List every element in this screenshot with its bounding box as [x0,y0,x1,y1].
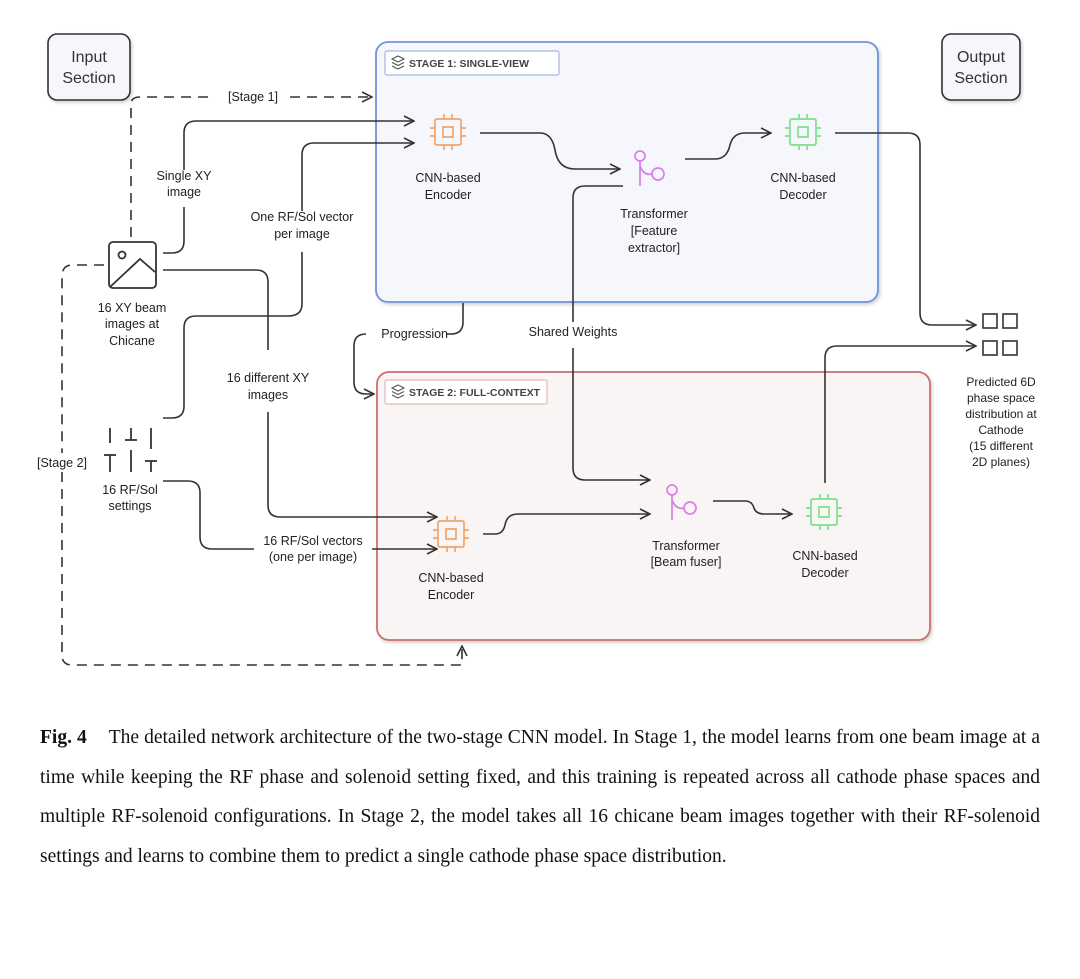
stage2-transformer-icon [666,484,697,520]
output-section-line-2: Section [954,70,1007,87]
input-section-line-1: Input [71,49,107,66]
svg-text:2D planes): 2D planes) [972,455,1030,469]
svg-text:phase space: phase space [967,391,1035,405]
layers-icon [390,55,406,70]
shared-weights-connector [572,185,623,322]
layers-icon [390,384,406,399]
caption-text: The detailed network architecture of the… [40,727,1040,867]
stage1-title: STAGE 1: SINGLE-VIEW [409,58,529,70]
stage2-dashed-arrow [61,472,462,666]
sliders-icon [104,428,157,472]
svg-text:Single XY: Single XY [157,169,213,183]
stage2-encoder-label: CNN-based Encoder [418,571,483,602]
stage2-title-badge: STAGE 2: FULL-CONTEXT [384,379,548,405]
stage2-box [376,371,931,641]
progression-connector [447,303,464,335]
progression-label: Progression [381,327,448,341]
architecture-diagram: STAGE 1: SINGLE-VIEW STAGE 2: FULL-CONTE… [37,33,1037,666]
svg-text:(15 different: (15 different [969,439,1033,453]
svg-text:extractor]: extractor] [628,241,680,255]
svg-text:CNN-based: CNN-based [418,571,483,585]
svg-text:Encoder: Encoder [428,588,475,602]
single-image-connector [163,207,185,254]
rf-vector-arrow [301,143,414,211]
svg-text:One RF/Sol vector: One RF/Sol vector [251,210,354,224]
sixteen-vectors-connector [163,480,254,550]
stage1-decoder-icon [785,114,821,150]
stage1-path-label: [Stage 1] [228,90,278,104]
svg-text:distribution at: distribution at [965,407,1037,421]
svg-text:images at: images at [105,317,160,331]
svg-text:[Beam fuser]: [Beam fuser] [651,555,722,569]
image-icon [108,241,157,289]
sixteen-vectors-label: 16 RF/Sol vectors (one per image) [263,534,362,564]
stage1-transformer-icon [634,150,665,186]
shared-weights-label: Shared Weights [529,325,618,339]
svg-text:Decoder: Decoder [779,188,826,202]
stage2-transformer-to-decoder-arrow [713,500,792,514]
svg-text:CNN-based: CNN-based [792,549,857,563]
stage2-title: STAGE 2: FULL-CONTEXT [409,387,541,399]
svg-text:Encoder: Encoder [425,188,472,202]
input-section-line-2: Section [62,70,115,87]
svg-text:[Feature: [Feature [631,224,678,238]
stage2-output-arrow [824,346,976,483]
output-section-box: Output Section [941,33,1021,101]
sixteen-images-label: 16 different XY images [227,371,310,402]
encoder-to-transformer-arrow [480,132,620,169]
shared-weights-arrow [572,348,650,480]
rf-vector-connector [163,252,303,419]
stage2-dashed-path [61,264,104,453]
grid-icon [982,313,1018,356]
svg-text:Decoder: Decoder [801,566,848,580]
stage1-dashed-path [130,96,215,237]
svg-text:Chicane: Chicane [109,334,155,348]
stage1-encoder-icon [430,114,466,150]
stage2-encoder-icon [433,516,469,552]
svg-text:settings: settings [108,499,151,513]
stage2-transformer-label: Transformer [Beam fuser] [651,539,722,569]
stage1-output-arrow [835,132,976,325]
svg-text:CNN-based: CNN-based [415,171,480,185]
transformer-to-decoder-arrow [685,133,771,160]
one-vector-label: One RF/Sol vector per image [251,210,354,241]
stage1-transformer-label: Transformer [Feature extractor] [620,207,688,255]
stage1-box [375,41,879,303]
svg-text:CNN-based: CNN-based [770,171,835,185]
svg-text:per image: per image [274,227,330,241]
sixteen-images-connector [163,269,269,350]
svg-text:(one per image): (one per image) [269,550,357,564]
svg-text:16 RF/Sol vectors: 16 RF/Sol vectors [263,534,362,548]
stage1-title-badge: STAGE 1: SINGLE-VIEW [384,50,560,76]
stage1-decoder-label: CNN-based Decoder [770,171,835,202]
stage2-decoder-label: CNN-based Decoder [792,549,857,580]
svg-text:Transformer: Transformer [652,539,720,553]
sixteen-images-arrow [267,412,437,517]
svg-text:Transformer: Transformer [620,207,688,221]
stage2-path-label: [Stage 2] [37,456,87,470]
svg-text:Predicted 6D: Predicted 6D [966,375,1036,389]
single-image-arrow [183,121,414,170]
svg-text:16 different XY: 16 different XY [227,371,310,385]
svg-text:16 XY beam: 16 XY beam [98,301,167,315]
svg-text:16 RF/Sol: 16 RF/Sol [102,483,158,497]
input-section-box: Input Section [47,33,131,101]
single-image-label: Single XY image [157,169,213,199]
output-label: Predicted 6D phase space distribution at… [965,375,1037,469]
svg-text:images: images [248,388,288,402]
svg-text:image: image [167,185,201,199]
stage1-encoder-label: CNN-based Encoder [415,171,480,202]
svg-text:Cathode: Cathode [978,423,1024,437]
images-input-label: 16 XY beam images at Chicane [98,301,167,348]
output-section-line-1: Output [957,49,1006,66]
stage2-decoder-icon [806,494,842,530]
figure-label: Fig. 4 [40,727,87,748]
progression-arrow [353,333,374,394]
stage2-encoder-to-transformer-arrow [483,514,650,535]
settings-input-label: 16 RF/Sol settings [102,483,158,513]
